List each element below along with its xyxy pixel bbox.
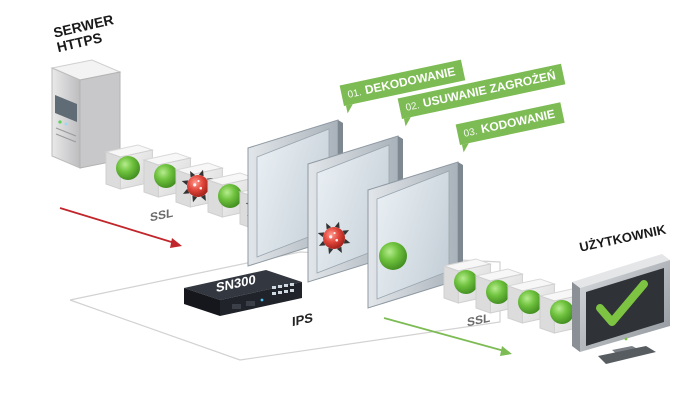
red-virus-packet-icon [317, 221, 351, 255]
incoming-traffic-arrow [59, 207, 182, 248]
server-tower-icon [50, 59, 122, 169]
green-sphere-packet-icon [116, 156, 140, 180]
clean-packet-inside-panel [379, 242, 407, 270]
step-number: 01. [346, 87, 363, 101]
outgoing-traffic-arrow [383, 317, 512, 356]
green-sphere-packet-icon [454, 270, 478, 294]
outgoing-packet-stream [442, 258, 589, 334]
green-sphere-packet-icon [218, 184, 242, 208]
green-sphere-packet-icon [550, 300, 574, 324]
green-sphere-packet-icon [486, 280, 510, 304]
step-number: 03. [462, 126, 479, 140]
glass-panel [367, 161, 463, 309]
green-sphere-packet-icon [379, 242, 407, 270]
green-sphere-packet-icon [518, 290, 542, 314]
monitor-check-icon [572, 254, 670, 364]
green-sphere-packet-icon [154, 164, 178, 188]
network-appliance-icon: SN300 [184, 270, 302, 316]
step-number: 02. [404, 100, 421, 114]
threat-inside-panel [317, 221, 351, 255]
